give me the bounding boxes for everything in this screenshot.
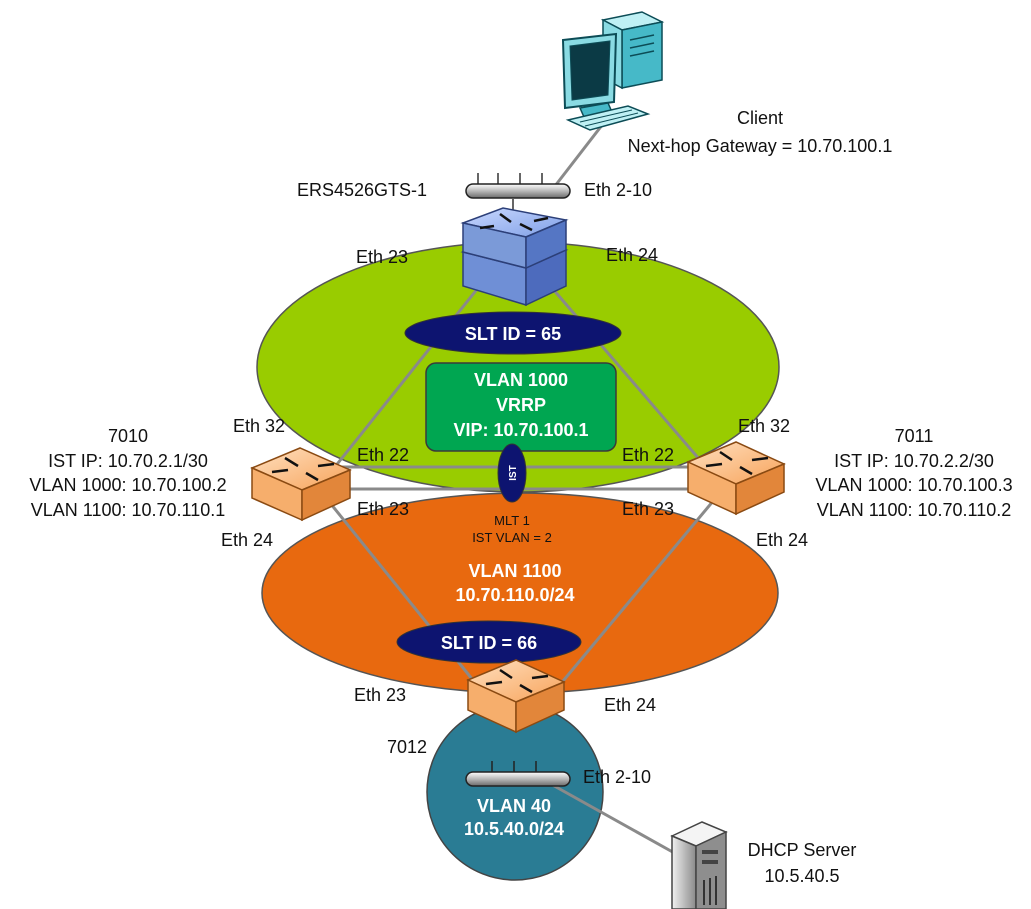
dhcp-server-icon bbox=[670, 821, 728, 909]
ist-label: IST bbox=[508, 465, 519, 481]
sw7010-name: 7010 bbox=[108, 426, 148, 446]
sw7010-vlan1000: VLAN 1000: 10.70.100.2 bbox=[29, 475, 226, 495]
sw7010-vlan1100: VLAN 1100: 10.70.110.1 bbox=[31, 500, 225, 520]
slt65-label: SLT ID = 65 bbox=[465, 324, 561, 344]
ers-port-bar bbox=[465, 173, 571, 199]
vlan1100-line2: 10.70.110.0/24 bbox=[455, 585, 574, 605]
sw7011-name: 7011 bbox=[895, 426, 934, 446]
sw7012-name: 7012 bbox=[387, 737, 427, 757]
sw7011-port-22: Eth 22 bbox=[622, 445, 674, 465]
ers-port-client: Eth 2-10 bbox=[584, 180, 652, 200]
vrrp-box-line3: VIP: 10.70.100.1 bbox=[453, 420, 588, 440]
mlt-line2: IST VLAN = 2 bbox=[472, 530, 552, 545]
sw7010-port-24: Eth 24 bbox=[221, 530, 273, 550]
vrrp-box-line1: VLAN 1000 bbox=[474, 370, 568, 390]
client-title: Client bbox=[737, 108, 783, 128]
slt66-label: SLT ID = 66 bbox=[441, 633, 537, 653]
sw7012-port-bar bbox=[465, 761, 571, 787]
switch-7010-icon bbox=[250, 447, 352, 522]
vlan40-line2: 10.5.40.0/24 bbox=[464, 819, 564, 839]
mlt-line1: MLT 1 bbox=[494, 513, 530, 528]
sw7012-port-server: Eth 2-10 bbox=[583, 767, 651, 787]
client-computer-icon bbox=[561, 11, 665, 131]
dhcp-title: DHCP Server bbox=[748, 840, 857, 860]
ers-name: ERS4526GTS-1 bbox=[297, 180, 427, 200]
sw7012-port-right: Eth 24 bbox=[604, 695, 656, 715]
slt65-oval bbox=[404, 311, 622, 355]
switch-7011-icon bbox=[686, 441, 786, 516]
link-client-ers bbox=[553, 119, 608, 187]
sw7012-port-left: Eth 23 bbox=[354, 685, 406, 705]
sw7011-vlan1000: VLAN 1000: 10.70.100.3 bbox=[815, 475, 1012, 495]
dhcp-ip: 10.5.40.5 bbox=[764, 866, 839, 886]
vlan40-line1: VLAN 40 bbox=[477, 796, 551, 816]
link-7012-dhcp bbox=[539, 776, 679, 857]
sw7011-ist-ip: IST IP: 10.70.2.2/30 bbox=[834, 451, 994, 471]
sw7011-port-23: Eth 23 bbox=[622, 499, 674, 519]
client-gateway: Next-hop Gateway = 10.70.100.1 bbox=[628, 136, 893, 156]
sw7010-port-22: Eth 22 bbox=[357, 445, 409, 465]
sw7011-vlan1100: VLAN 1100: 10.70.110.2 bbox=[817, 500, 1011, 520]
sw7010-ist-ip: IST IP: 10.70.2.1/30 bbox=[48, 451, 208, 471]
ist-oval bbox=[497, 443, 527, 503]
sw7010-port-23: Eth 23 bbox=[357, 499, 409, 519]
vlan1100-line1: VLAN 1100 bbox=[468, 561, 561, 581]
ers-port-right: Eth 24 bbox=[606, 245, 658, 265]
ers-port-left: Eth 23 bbox=[356, 247, 408, 267]
ers-switch-icon bbox=[460, 207, 569, 307]
sw7011-port-32: Eth 32 bbox=[738, 416, 790, 436]
switch-7012-icon bbox=[466, 659, 566, 734]
vrrp-box-line2: VRRP bbox=[496, 395, 546, 415]
slt66-oval bbox=[396, 620, 582, 664]
link-7011-7012 bbox=[541, 487, 726, 706]
link-7010-7012 bbox=[316, 487, 495, 706]
sw7011-port-24: Eth 24 bbox=[756, 530, 808, 550]
sw7010-port-32: Eth 32 bbox=[233, 416, 285, 436]
